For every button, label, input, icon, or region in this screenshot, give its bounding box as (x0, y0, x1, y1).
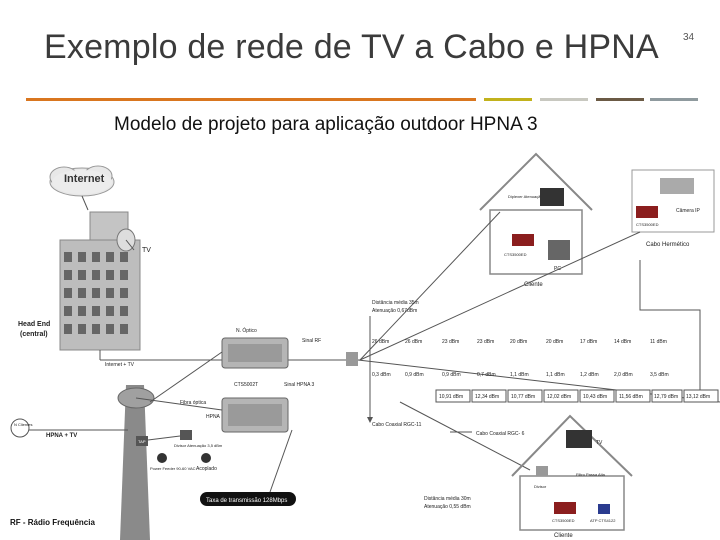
transmission-rate-label: Taxa de transmissão 128Mbps (206, 498, 287, 504)
n-optico-label: N. Óptico (236, 327, 257, 334)
sinal-hpna-label: Sinal HPNA 3 (284, 382, 315, 388)
title-rule-brown (596, 98, 644, 101)
cts-camera-label: CTS3500ED (636, 222, 659, 227)
head-end-label: Head End (18, 321, 50, 328)
rf-legend: RF - Rádio Frequência (10, 518, 95, 527)
filtro-label: Filtro Passa Alta (576, 472, 606, 477)
rf-level: 14 dBm (614, 339, 631, 345)
sinal-rf-label: Sinal RF (302, 338, 321, 344)
acoplado-label: Acoplado (196, 466, 217, 472)
cts-pc-label: CTS3500ED (504, 252, 527, 257)
rf-level: 26 dBm (405, 339, 422, 345)
network-diagram: Internet TV Head End (central) Internet … (10, 152, 720, 540)
hpna-level: 1,1 dBm (510, 372, 529, 378)
fibra-optica-label: Fibra óptica (180, 400, 206, 406)
splitter-icon (346, 352, 358, 366)
atp-label: ATP CTS4122 (590, 518, 616, 523)
aten-top-label: Atenuação 0,67dBm (372, 308, 417, 314)
ip-camera-icon (660, 178, 694, 194)
output-level: 10,77 dBm (511, 394, 535, 400)
internet-label: Internet (64, 173, 105, 185)
hpna-level: 1,2 dBm (580, 372, 599, 378)
diagram-subtitle: Modelo de projeto para aplicação outdoor… (114, 114, 538, 135)
hpna-level: 0,9 dBm (405, 372, 424, 378)
cabo-rgc11-label: Cabo Coaxial RGC-11 (372, 422, 422, 428)
acoplado-icon (201, 453, 211, 463)
hpna-level: 3,5 dBm (650, 372, 669, 378)
bottom-tv-label: TV (596, 440, 603, 446)
dist-top-label: Distância média 35m (372, 300, 419, 306)
title-rule-orange (26, 98, 476, 101)
aten-bottom-label: Atenuação 0,55 dBm (424, 504, 471, 510)
cliente-bottom-label: Cliente (554, 533, 573, 539)
optical-node-icon (221, 337, 289, 369)
slide-title: Exemplo de rede de TV a Cabo e HPNA (44, 28, 659, 66)
rf-level: 20 dBm (510, 339, 527, 345)
camera-ip-label: Câmera IP (676, 208, 701, 214)
hpna-level: 1,1 dBm (546, 372, 565, 378)
tap-label: TAP (138, 439, 146, 444)
central-label: (central) (20, 331, 48, 338)
rf-level: 23 dBm (442, 339, 459, 345)
output-level: 11,56 dBm (619, 394, 643, 400)
client-house-bottom-icon (511, 414, 633, 531)
bottom-tv-icon (566, 430, 592, 448)
hpna-level-row: 0,3 dBm 0,9 dBm 0,9 dBm 0,7 dBm 1,1 dBm … (372, 372, 669, 378)
output-level: 13,12 dBm (686, 394, 710, 400)
hpna-node-icon (221, 397, 289, 433)
rf-level: 11 dBm (650, 339, 667, 345)
title-rule-gray (540, 98, 588, 101)
rf-level: 23 dBm (477, 339, 494, 345)
rf-level: 26 dBm (372, 339, 389, 345)
rf-level: 17 dBm (580, 339, 597, 345)
internet-cloud-icon (49, 165, 115, 197)
title-rule-olive (484, 98, 532, 101)
cts-node-label: CTS5002T (234, 382, 258, 388)
tap-icon (136, 436, 148, 446)
internet-tv-label: Internet + TV (105, 362, 135, 368)
diplexer-label: Diplexer Atenuação 0,5dBm (508, 194, 558, 199)
cabo-rgc6-label: Cabo Coaxial RGC- 6 (476, 431, 525, 437)
page-number: 34 (683, 32, 695, 43)
pc-icon (548, 240, 570, 260)
output-level-row: 10,91 dBm 12,34 dBm 10,77 dBm 12,02 dBm … (435, 389, 719, 403)
camera-modem-icon (636, 206, 658, 218)
cabo-hermetico-label: Cabo Hermético (646, 242, 690, 248)
pc-label: PC (554, 266, 561, 272)
title-rule-slate (650, 98, 698, 101)
output-level: 12,79 dBm (654, 394, 678, 400)
power-feeder-icon (157, 453, 167, 463)
camera-box (631, 169, 715, 233)
rf-level: 20 dBm (546, 339, 563, 345)
transmission-rate-badge (200, 492, 296, 506)
top-modem-icon (512, 234, 534, 246)
rf-level-row: 26 dBm 26 dBm 23 dBm 23 dBm 20 dBm 20 dB… (372, 339, 667, 345)
divisor-icon (180, 430, 192, 440)
utility-pole-icon (117, 385, 155, 540)
output-level: 10,91 dBm (439, 394, 463, 400)
output-level: 12,02 dBm (547, 394, 571, 400)
client-house-top-icon (479, 152, 593, 275)
cts-bottom-label: CTS3500ED (552, 518, 575, 523)
bottom-modem-icon (554, 502, 576, 514)
cliente-top-label: Cliente (524, 282, 543, 288)
output-level: 10,43 dBm (583, 394, 607, 400)
headend-tv-label: TV (142, 247, 151, 254)
hpna-node-label: HPNA (206, 414, 221, 420)
hpna-level: 0,7 dBm (477, 372, 496, 378)
divisor-label: Divisor Atenuação 3,5 dBm (174, 443, 223, 448)
bottom-divisor-icon (536, 466, 548, 476)
power-feeder-label: Power Feeder 90-60 VAC (150, 466, 196, 471)
dist-bottom-label: Distância média 30m (424, 496, 471, 502)
atp-icon (598, 504, 610, 514)
divisor-small-label: Divisor (534, 484, 547, 489)
hpna-level: 2,0 dBm (614, 372, 633, 378)
satellite-dish-icon (116, 228, 136, 252)
top-tv-icon (540, 188, 564, 206)
output-level: 12,34 dBm (475, 394, 499, 400)
n-clientes-label: N Clientes (14, 422, 32, 427)
hpna-level: 0,3 dBm (372, 372, 391, 378)
hpna-level: 0,9 dBm (442, 372, 461, 378)
hpna-tv-label: HPNA + TV (46, 433, 77, 439)
